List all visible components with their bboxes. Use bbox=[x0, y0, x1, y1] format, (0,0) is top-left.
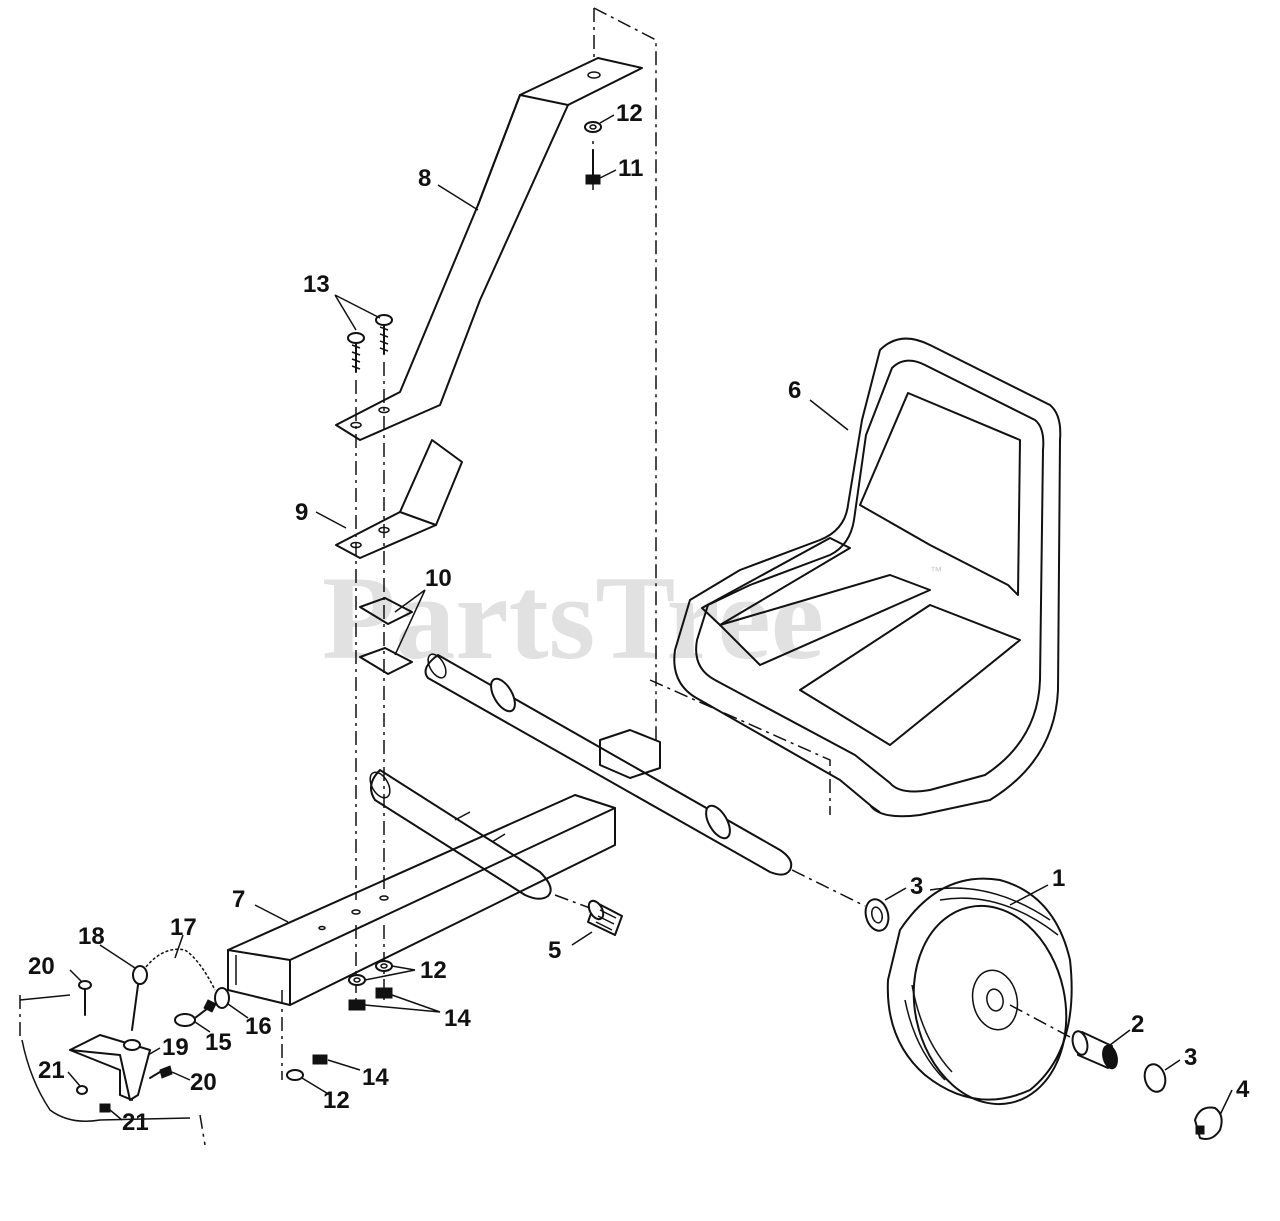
part-18-hitch-pin[interactable] bbox=[131, 965, 148, 1031]
vehicle-outline-fragment bbox=[19, 994, 191, 1122]
part-9-lower-bracket[interactable] bbox=[335, 439, 463, 559]
callout-17[interactable]: 17 bbox=[170, 914, 197, 941]
callout-8[interactable]: 8 bbox=[418, 165, 431, 192]
part-15-bolt[interactable] bbox=[174, 999, 217, 1027]
callout-labels: 1 2 3 3 4 5 6 7 8 9 10 11 12 12 12 13 14… bbox=[28, 100, 1250, 1136]
callout-15[interactable]: 15 bbox=[205, 1029, 232, 1056]
part-12-washers-lower[interactable] bbox=[286, 960, 393, 1081]
part-4-cap-nut[interactable] bbox=[1194, 1106, 1223, 1140]
part-6-seat[interactable] bbox=[673, 337, 1062, 818]
part-13-carriage-bolts[interactable] bbox=[347, 314, 393, 373]
part-3-spacer-upper[interactable] bbox=[791, 869, 892, 933]
callout-20-bottom[interactable]: 20 bbox=[190, 1069, 217, 1096]
watermark-text: PartsTree bbox=[322, 551, 824, 684]
callout-14-upper[interactable]: 14 bbox=[444, 1005, 471, 1032]
callout-13[interactable]: 13 bbox=[303, 271, 330, 298]
part-14-nuts[interactable] bbox=[312, 987, 393, 1065]
part-8-seat-bracket[interactable] bbox=[335, 57, 643, 441]
callout-3-upper[interactable]: 3 bbox=[910, 873, 923, 900]
watermark-trademark: ™ bbox=[930, 564, 942, 578]
part-10-spacer-plates[interactable] bbox=[359, 597, 413, 675]
callout-7[interactable]: 7 bbox=[232, 886, 245, 913]
part-20-screws[interactable] bbox=[78, 980, 173, 1079]
callout-16[interactable]: 16 bbox=[245, 1013, 272, 1040]
callout-1[interactable]: 1 bbox=[1052, 865, 1065, 892]
leader-lines bbox=[67, 114, 1233, 1121]
callout-2[interactable]: 2 bbox=[1131, 1011, 1144, 1038]
callout-21-bottom[interactable]: 21 bbox=[122, 1109, 149, 1136]
part-3-spacer-lower[interactable] bbox=[1142, 1062, 1169, 1094]
callout-19[interactable]: 19 bbox=[162, 1034, 189, 1061]
part-12-washer-top[interactable] bbox=[584, 121, 602, 133]
part-5-bushing[interactable] bbox=[554, 894, 623, 936]
callout-4[interactable]: 4 bbox=[1236, 1076, 1250, 1103]
part-2-hub-bushing[interactable] bbox=[1070, 1030, 1120, 1071]
callout-12-top[interactable]: 12 bbox=[616, 100, 643, 127]
part-1-wheel[interactable] bbox=[886, 877, 1086, 1119]
callout-9[interactable]: 9 bbox=[295, 499, 308, 526]
watermark: PartsTree ™ bbox=[322, 551, 942, 684]
callout-6[interactable]: 6 bbox=[788, 377, 801, 404]
callout-20-top[interactable]: 20 bbox=[28, 953, 55, 980]
part-7-frame[interactable] bbox=[227, 651, 793, 1006]
callout-10[interactable]: 10 bbox=[425, 565, 452, 592]
callout-14-lower[interactable]: 14 bbox=[362, 1064, 389, 1091]
part-17-lanyard-chain[interactable] bbox=[139, 948, 216, 991]
callout-5[interactable]: 5 bbox=[548, 937, 561, 964]
callout-21-left[interactable]: 21 bbox=[38, 1057, 65, 1084]
callout-3-lower[interactable]: 3 bbox=[1184, 1044, 1197, 1071]
part-21-nuts[interactable] bbox=[76, 1085, 111, 1113]
part-16-washer[interactable] bbox=[214, 987, 230, 1009]
callout-12-bottom[interactable]: 12 bbox=[323, 1087, 350, 1114]
part-19-hitch-plate[interactable] bbox=[69, 1034, 151, 1101]
callout-18[interactable]: 18 bbox=[78, 923, 105, 950]
callout-12-mid[interactable]: 12 bbox=[420, 957, 447, 984]
callout-11[interactable]: 11 bbox=[618, 155, 643, 182]
